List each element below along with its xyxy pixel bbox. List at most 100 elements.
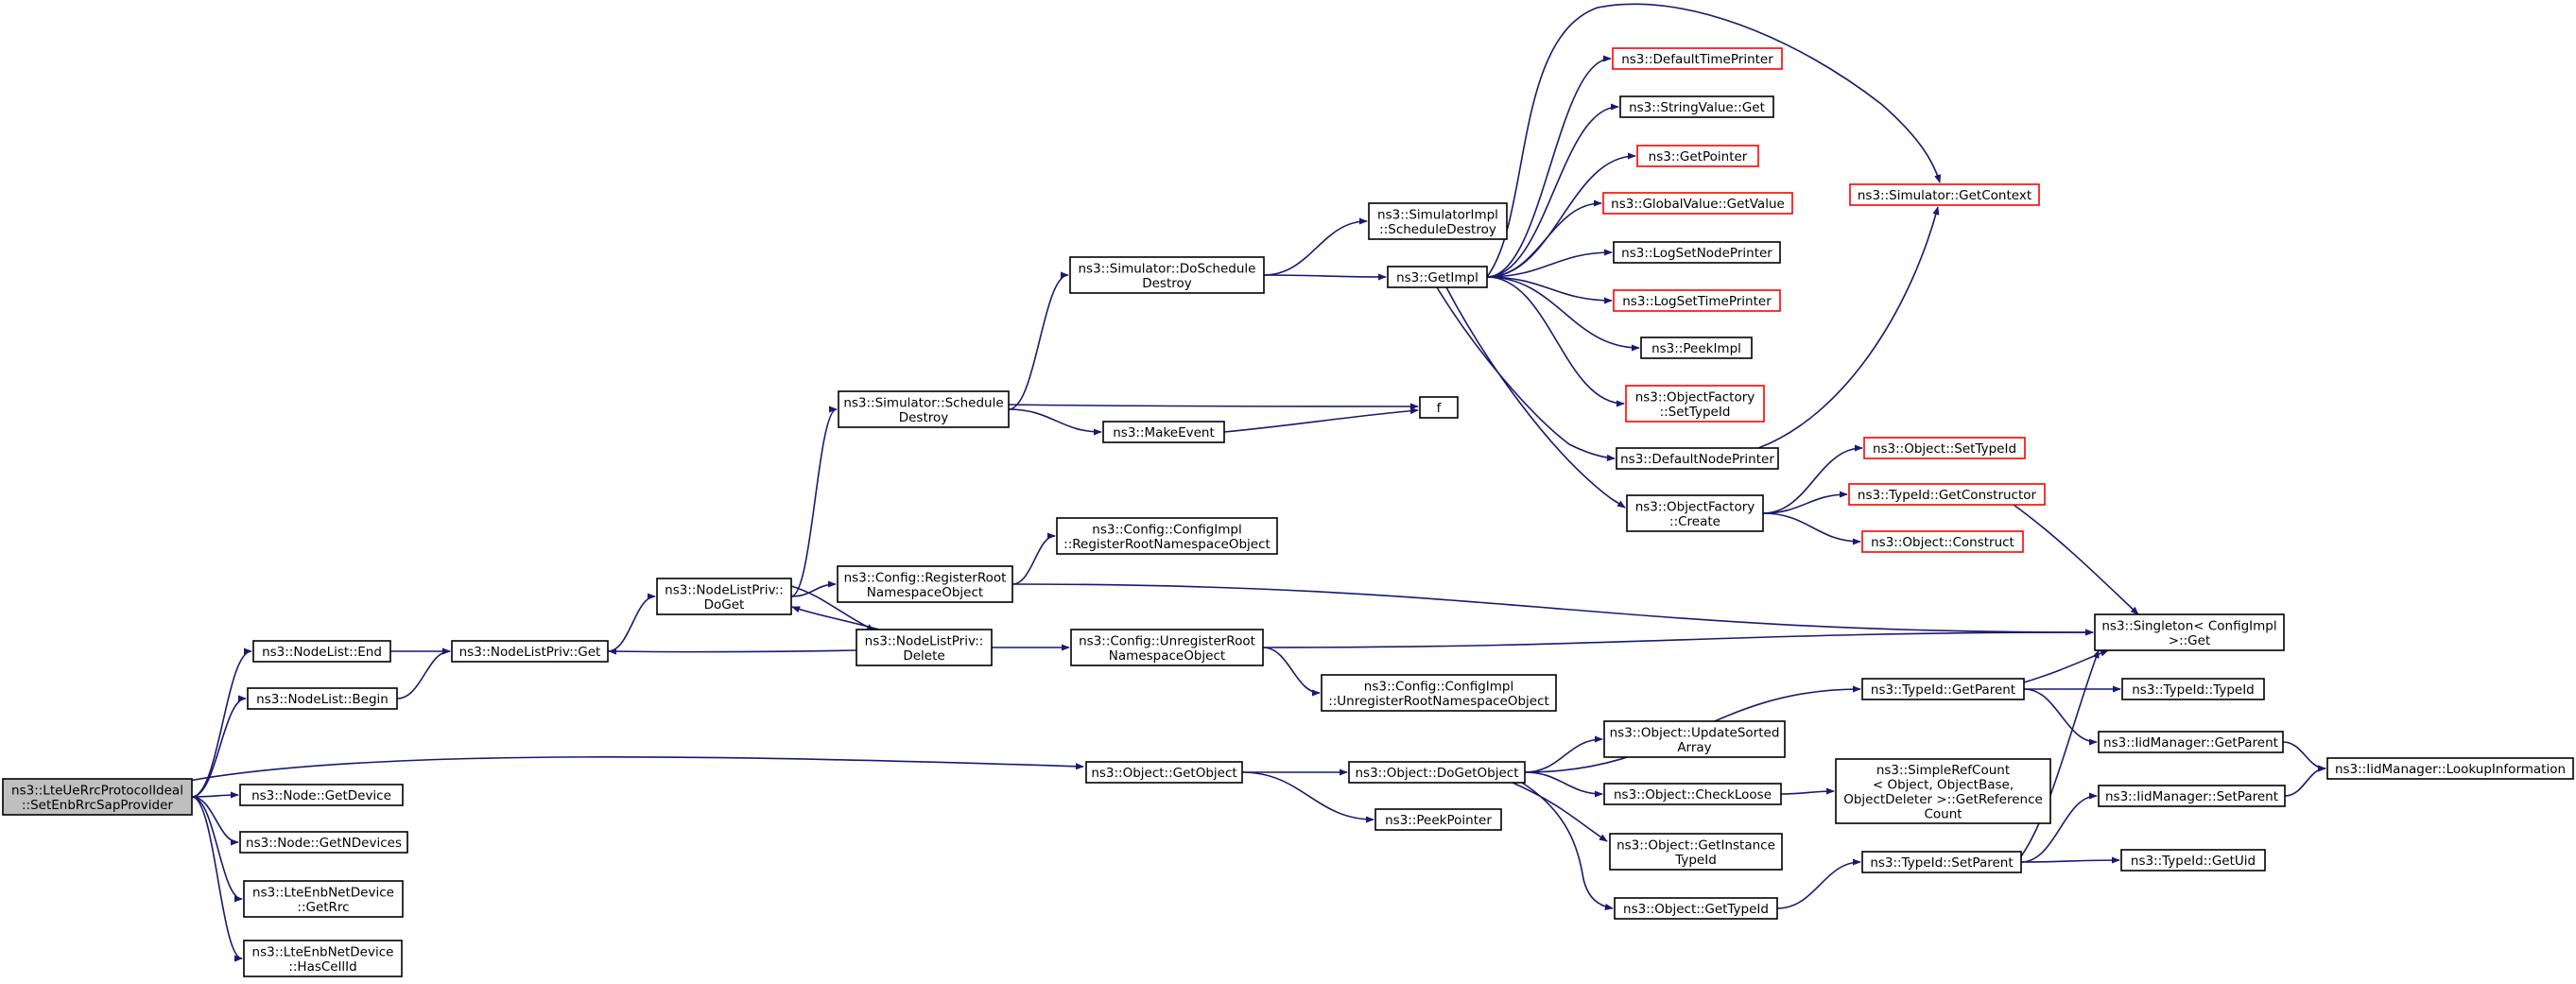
node-getpointer[interactable]: ns3::GetPointer	[1636, 145, 1759, 167]
edge-nlp_doget-to-cfg_regroot	[790, 580, 837, 597]
node-peekpointer[interactable]: ns3::PeekPointer	[1374, 808, 1502, 831]
edge-typeid_setparent-to-singleton_get	[2020, 649, 2100, 857]
node-iidmgr-setparent[interactable]: ns3::IidManager::SetParent	[2098, 785, 2286, 807]
edge-sim_scheddestroy-to-f	[1008, 403, 1419, 410]
node-box	[2098, 731, 2284, 753]
node-label: NamespaceObject	[867, 585, 983, 600]
edge-root-to-node_getdevice	[191, 791, 239, 799]
node-iidmgr-lookup[interactable]: ns3::IidManager::LookupInformation	[2326, 757, 2574, 780]
node-nl-begin[interactable]: ns3::NodeList::Begin	[247, 687, 398, 710]
node-typeid-getuid[interactable]: ns3::TypeId::GetUid	[2120, 849, 2266, 872]
edge-root-to-obj_getobject	[188, 756, 1084, 782]
node-obj-gettypeid[interactable]: ns3::Object::GetTypeId	[1614, 897, 1778, 920]
edge-cfg_unreg-to-cfgimpl_unreg	[1262, 647, 1321, 697]
node-cfgimpl-reg[interactable]: ns3::Config::ConfigImpl::RegisterRootNam…	[1056, 517, 1278, 555]
node-box	[1387, 266, 1488, 288]
node-objfactory-settypeid[interactable]: ns3::ObjectFactory::SetTypeId	[1625, 385, 1765, 423]
node-sim-scheddestroy[interactable]: ns3::Simulator::ScheduleDestroy	[838, 390, 1010, 428]
edge-cfg_regroot-to-cfgimpl_reg	[1011, 532, 1056, 585]
node-box	[1616, 447, 1779, 470]
node-root[interactable]: ns3::LteUeRrcProtocolIdeal::SetEnbRrcSap…	[2, 778, 193, 816]
node-typeid-getconstructor[interactable]: ns3::TypeId::GetConstructor	[1848, 483, 2046, 506]
node-obj-checkloose[interactable]: ns3::Object::CheckLoose	[1603, 783, 1782, 805]
node-typeid-typeid[interactable]: ns3::TypeId::TypeId	[2121, 678, 2265, 700]
node-box	[2326, 757, 2574, 780]
node-objfactory-create[interactable]: ns3::ObjectFactory::Create	[1626, 494, 1764, 532]
node-box	[1609, 833, 1783, 871]
node-label: ns3::DefaultNodePrinter	[1620, 452, 1774, 467]
node-nlp-doget[interactable]: ns3::NodeListPriv::DoGet	[656, 578, 792, 615]
node-label: >::Get	[2169, 633, 2210, 648]
edge-obj_dogetobject-to-obj_getinstancetypeid	[1512, 782, 1608, 842]
node-label: ns3::PeekPointer	[1385, 813, 1492, 828]
node-defaulttimeprinter[interactable]: ns3::DefaultTimePrinter	[1612, 47, 1783, 70]
node-cfg-regroot[interactable]: ns3::Config::RegisterRootNamespaceObject	[837, 565, 1013, 603]
node-label: TypeId	[1674, 853, 1717, 868]
node-obj-dogetobject[interactable]: ns3::Object::DoGetObject	[1348, 761, 1526, 784]
node-getimpl[interactable]: ns3::GetImpl	[1387, 266, 1488, 288]
edge-root-to-nl_begin	[191, 695, 247, 798]
node-box	[243, 880, 404, 918]
node-logsetnodeprinter[interactable]: ns3::LogSetNodePrinter	[1613, 241, 1781, 264]
edge-getimpl-to-defaultnodeprinter	[1436, 286, 1616, 461]
node-node-getdevice[interactable]: ns3::Node::GetDevice	[239, 784, 404, 806]
node-globalvalue-getvalue[interactable]: ns3::GlobalValue::GetValue	[1602, 192, 1793, 215]
edge-root-to-enb_hascellid	[191, 796, 243, 962]
edge-getimpl-to-stringvalue_get	[1486, 103, 1619, 278]
node-enb-hascellid[interactable]: ns3::LteEnbNetDevice::HasCellId	[243, 940, 403, 977]
node-nlp-get[interactable]: ns3::NodeListPriv::Get	[451, 640, 609, 663]
node-box	[1612, 47, 1783, 70]
node-stringvalue-get[interactable]: ns3::StringValue::Get	[1619, 95, 1774, 118]
node-simimpl-scheddestroy[interactable]: ns3::SimulatorImpl::ScheduleDestroy	[1368, 202, 1508, 240]
node-peekimpl[interactable]: ns3::PeekImpl	[1640, 337, 1753, 359]
node-cfg-unreg[interactable]: ns3::Config::UnregisterRootNamespaceObje…	[1070, 629, 1264, 666]
node-label: ns3::ObjectFactory	[1635, 499, 1755, 514]
edge-iidmgr_setparent-to-iidmgr_lookup	[2284, 765, 2326, 797]
node-logsettimeprinter[interactable]: ns3::LogSetTimePrinter	[1613, 289, 1781, 312]
node-box	[451, 640, 609, 663]
node-box	[1603, 783, 1782, 805]
edge-nl_begin-to-nlp_get	[396, 647, 451, 699]
edge-cfg_regroot-to-singleton_get	[1011, 583, 2094, 636]
node-nlp-delete[interactable]: ns3::NodeListPriv::Delete	[856, 629, 993, 666]
node-label: ns3::Object::Construct	[1871, 535, 2014, 550]
node-obj-construct[interactable]: ns3::Object::Construct	[1861, 530, 2024, 553]
node-box	[1835, 758, 2051, 824]
edge-iidmgr_getparent-to-iidmgr_lookup	[2282, 741, 2326, 772]
node-label: ns3::Simulator::GetContext	[1858, 188, 2031, 203]
node-singleton-get[interactable]: ns3::Singleton< ConfigImpl >::Get	[2094, 613, 2285, 651]
node-node-getndevices[interactable]: ns3::Node::GetNDevices	[239, 831, 408, 854]
node-obj-getobject[interactable]: ns3::Object::GetObject	[1085, 761, 1243, 784]
node-label: ns3::LteEnbNetDevice	[252, 944, 394, 959]
node-f[interactable]: f	[1419, 396, 1459, 419]
node-enb-getrrc[interactable]: ns3::LteEnbNetDevice::GetRrc	[243, 880, 404, 918]
node-label: ns3::LogSetTimePrinter	[1622, 294, 1772, 309]
edge-getimpl-to-objfactory_create	[1445, 286, 1626, 509]
node-label: ns3::IidManager::SetParent	[2105, 789, 2278, 804]
node-typeid-getparent[interactable]: ns3::TypeId::GetParent	[1861, 678, 2025, 700]
node-simplerefcount[interactable]: ns3::SimpleRefCount< Object, ObjectBase,…	[1835, 758, 2051, 824]
node-cfgimpl-unreg[interactable]: ns3::Config::ConfigImpl::UnregisterRootN…	[1321, 674, 1557, 712]
node-sim-getcontext[interactable]: ns3::Simulator::GetContext	[1849, 183, 2040, 206]
node-box	[1102, 421, 1225, 443]
node-nl-end[interactable]: ns3::NodeList::End	[252, 640, 391, 663]
node-label: ns3::Object::GetInstance	[1616, 837, 1775, 853]
node-label: ns3::Config::UnregisterRoot	[1079, 633, 1255, 648]
edge-typeid_getconstructor-to-singleton_get	[2013, 504, 2139, 615]
node-makeevent[interactable]: ns3::MakeEvent	[1102, 421, 1225, 443]
node-box	[2121, 678, 2265, 700]
node-defaultnodeprinter[interactable]: ns3::DefaultNodePrinter	[1616, 447, 1779, 470]
node-label: ns3::StringValue::Get	[1629, 100, 1765, 115]
node-typeid-setparent[interactable]: ns3::TypeId::SetParent	[1861, 851, 2022, 873]
node-label: ns3::ObjectFactory	[1635, 389, 1755, 405]
node-box	[1636, 145, 1759, 167]
node-iidmgr-getparent[interactable]: ns3::IidManager::GetParent	[2098, 731, 2284, 753]
node-obj-settypeid[interactable]: ns3::Object::SetTypeId	[1863, 437, 2026, 459]
node-box	[1613, 289, 1781, 312]
node-box	[1625, 385, 1765, 423]
node-label: Count	[1924, 806, 1962, 821]
